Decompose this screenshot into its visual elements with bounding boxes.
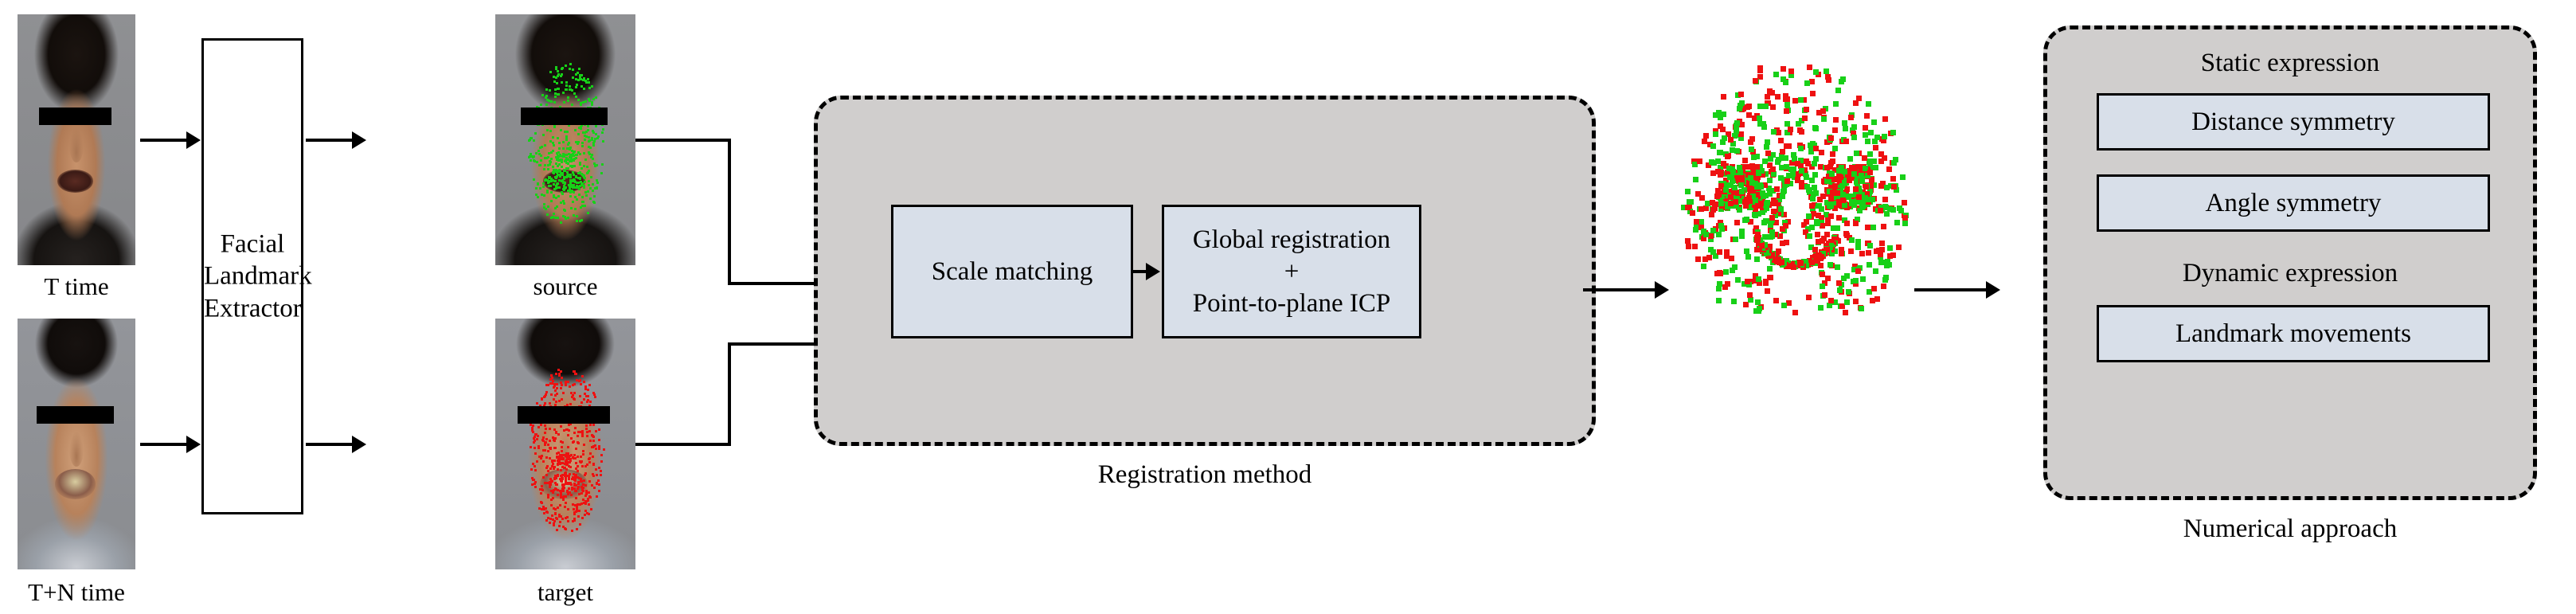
arrow-line-scale-to-global [1133, 270, 1149, 273]
caption-t-time: T time [44, 272, 109, 300]
arrow-line-source-to-scale [728, 282, 890, 285]
facial-landmark-extractor-label: Facial Landmark Extractor [204, 229, 312, 323]
arrow-line-registration-to-pointcloud [1583, 288, 1666, 291]
caption-source: source [533, 272, 598, 300]
mouth-shading [55, 469, 96, 499]
step-label-global-registration: Global registration + Point-to-plane ICP [1192, 225, 1391, 319]
connector-source-down [728, 139, 731, 284]
arrow-line-extractor-to-target [306, 443, 354, 446]
eye-redaction-bar [518, 406, 611, 424]
registered-point-cloud [1680, 48, 1909, 315]
caption-target: target [537, 578, 593, 606]
numerical-approach-panel: Static expression Distance symmetry Angl… [2043, 25, 2537, 500]
registration-method-panel: Scale matching Global registration + Poi… [814, 96, 1596, 446]
landmarked-photo-source [495, 14, 635, 265]
eye-redaction-bar [38, 107, 112, 125]
input-photo-t-time [18, 14, 135, 265]
landmarked-photo-target [495, 319, 635, 569]
metric-box-landmark-movements[interactable]: Landmark movements [2097, 305, 2490, 362]
green-landmark-dots [495, 14, 635, 265]
step-box-scale-matching[interactable]: Scale matching [891, 205, 1133, 338]
metric-label-landmark-movements: Landmark movements [2175, 319, 2411, 348]
arrow-line-target-to-scale [728, 342, 890, 346]
connector-target-out [635, 443, 731, 446]
facial-landmark-extractor-box[interactable]: Facial Landmark Extractor [201, 38, 312, 514]
caption-registration-method: Registration method [1097, 460, 1312, 489]
mouth-shading [57, 170, 93, 193]
metric-box-distance-symmetry[interactable]: Distance symmetry [2097, 93, 2490, 151]
arrow-line-pointcloud-to-numerical [1914, 288, 1997, 291]
caption-numerical-approach: Numerical approach [2183, 514, 2398, 543]
arrow-head-tn-to-extractor [186, 436, 201, 453]
arrow-head-pointcloud-to-numerical [1986, 281, 2000, 299]
eye-redaction-bar [520, 107, 608, 125]
connector-source-out [635, 139, 731, 142]
caption-tn-time: T+N time [28, 578, 125, 606]
step-label-scale-matching: Scale matching [931, 256, 1093, 286]
arrow-head-scale-to-global [1146, 263, 1160, 280]
group-title-static-expression: Static expression [2200, 49, 2380, 77]
arrow-line-tn-to-extractor [140, 443, 188, 446]
metric-box-angle-symmetry[interactable]: Angle symmetry [2097, 174, 2490, 232]
nose-shading [69, 431, 84, 467]
step-box-global-registration[interactable]: Global registration + Point-to-plane ICP [1162, 205, 1421, 338]
eye-redaction-bar [36, 406, 115, 424]
arrow-line-extractor-to-source [306, 139, 354, 142]
input-photo-tn-time [18, 319, 135, 569]
arrow-head-t-to-extractor [186, 131, 201, 149]
arrow-head-extractor-to-source [352, 131, 366, 149]
connector-target-up [728, 342, 731, 446]
metric-label-distance-symmetry: Distance symmetry [2191, 107, 2395, 136]
arrow-head-extractor-to-target [352, 436, 366, 453]
arrow-head-registration-to-pointcloud [1655, 281, 1669, 299]
nose-shading [69, 127, 84, 162]
red-landmark-dots [495, 319, 635, 569]
group-title-dynamic-expression: Dynamic expression [2182, 259, 2398, 287]
arrow-line-t-to-extractor [140, 139, 188, 142]
metric-label-angle-symmetry: Angle symmetry [2205, 188, 2382, 217]
group-static-expression: Static expression [2047, 49, 2533, 78]
group-dynamic-expression: Dynamic expression [2047, 259, 2533, 288]
